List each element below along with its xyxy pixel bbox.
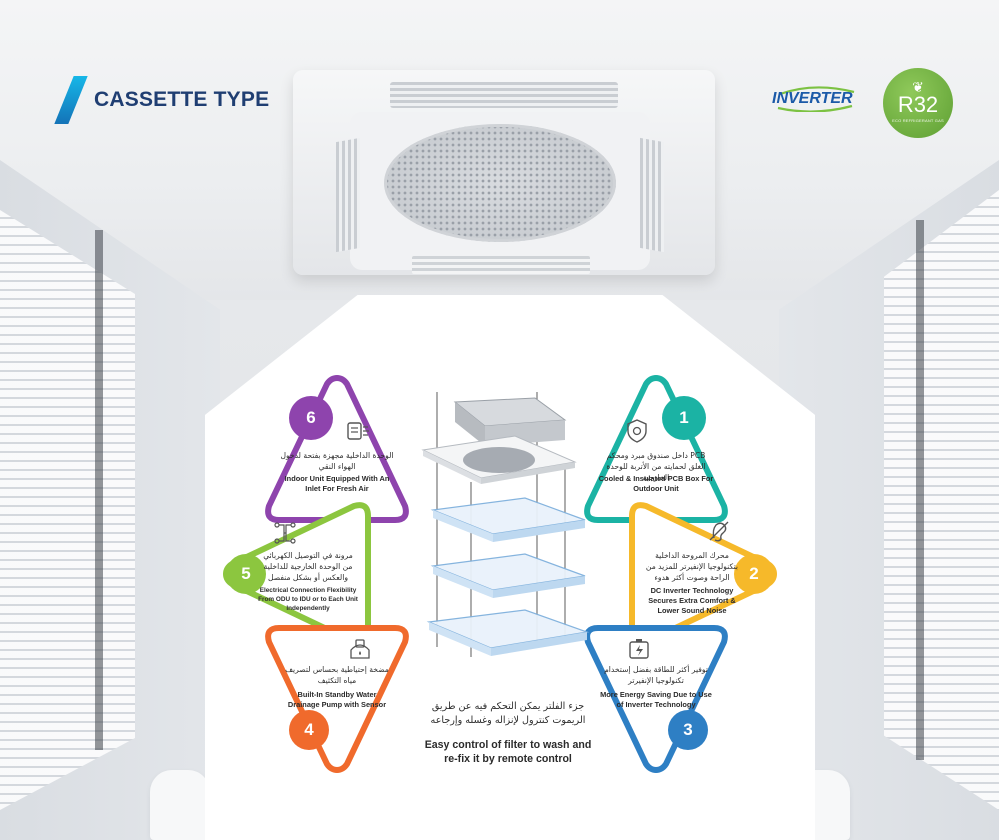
battery-bolt-icon (629, 639, 649, 659)
feature-card-2: 2 محرك المروحة الداخلية بتكنولوجيا الإنف… (628, 500, 778, 648)
r32-label: R32 (897, 91, 939, 117)
cassette-vent-bottom (412, 256, 590, 274)
feature-text-ar: محرك المروحة الداخلية بتكنولوجيا الإنفير… (645, 551, 739, 582)
inverter-logo: INVERTER (772, 86, 862, 114)
r32-sub-label: ECO REFRIGERANT GAS (892, 117, 944, 123)
feature-text-ar: توفير أكثر للطاقة بفضل إستخدام تكنولوجيا… (604, 665, 708, 685)
feature-card-1-shape (584, 375, 728, 523)
feature-card-5: 5 مرونة في التوصيل الكهربائي من الوحدة ا… (222, 500, 372, 648)
feature-text-en: More Energy Saving Due to Use of Inverte… (600, 690, 712, 709)
chair (150, 770, 210, 840)
feature-text-ar: مضخة إحتياطية بحساس لتصريف مياه التكثيف (285, 665, 389, 685)
feature-number: 5 (241, 564, 251, 583)
cassette-grille (384, 124, 616, 242)
feature-text-en: Electrical Connection Flexibility From O… (258, 587, 358, 612)
feature-text-ar: الوحدة الداخلية مجهزة بفتحة لدخول الهواء… (280, 451, 394, 471)
feature-text-ar: PCB داخل صندوق مبرد ومحكم الغلق لحمايته … (606, 451, 706, 482)
feature-card-3-shape (584, 625, 728, 773)
feature-text-en: Built-In Standby Water Drainage Pump wit… (287, 690, 387, 709)
window-frame-right (916, 220, 924, 760)
feature-card-4: 4 مضخة إحتياطية بحساس لتصريف مياه التكثي… (263, 624, 411, 774)
feature-number: 6 (306, 408, 316, 427)
circuit-icon (274, 522, 296, 544)
feature-number: 4 (304, 720, 314, 739)
cassette-vent-left (336, 137, 360, 253)
fresh-air-icon (347, 422, 369, 440)
inverter-swoosh-icon (777, 86, 855, 112)
feature-card-3: 3 توفير أكثر للطاقة بفضل إستخدام تكنولوج… (582, 624, 730, 774)
feature-card-4-shape (265, 625, 409, 773)
feature-card-2-shape (629, 502, 777, 646)
feature-number: 2 (749, 564, 759, 583)
feature-number: 3 (683, 720, 693, 739)
feature-text-en: DC Inverter Technology Secures Extra Com… (648, 586, 736, 615)
feature-card-5-shape (223, 502, 371, 646)
r32-badge: ❦ R32 ECO REFRIGERANT GAS (883, 68, 953, 138)
page-title: CASSETTE TYPE (94, 88, 270, 111)
leaf-icon: ❦ (912, 78, 924, 95)
feature-card-1: 1 PCB داخل صندوق مبرد ومحكم الغلق لحمايت… (582, 374, 730, 524)
shield-gear-icon (627, 419, 647, 443)
window-frame-left (95, 230, 103, 750)
window-blinds-left (0, 210, 135, 810)
filter-caption-ar: جزء الفلتر يمكن التحكم فيه عن طريق الريم… (430, 701, 586, 726)
filter-lowering-illustration (421, 392, 590, 657)
cassette-vent-top (390, 82, 618, 108)
brand-header: CASSETTE TYPE (54, 76, 270, 124)
feature-text-en: Cooled & Insulated PCB Box For Outdoor U… (598, 474, 714, 493)
ear-icon (709, 521, 729, 542)
pump-icon (350, 639, 370, 659)
window-blinds-right (884, 190, 999, 810)
inverter-logo-text: INVERTER (772, 90, 853, 107)
feature-text-en: Indoor Unit Equipped With An Inlet For F… (284, 474, 390, 493)
cassette-vent-right (640, 137, 664, 253)
feature-number: 1 (679, 408, 689, 427)
feature-text-ar: مرونة في التوصيل الكهربائي من الوحدة الخ… (263, 551, 353, 582)
filter-caption-en: Easy control of filter to wash and re-fi… (424, 739, 592, 765)
